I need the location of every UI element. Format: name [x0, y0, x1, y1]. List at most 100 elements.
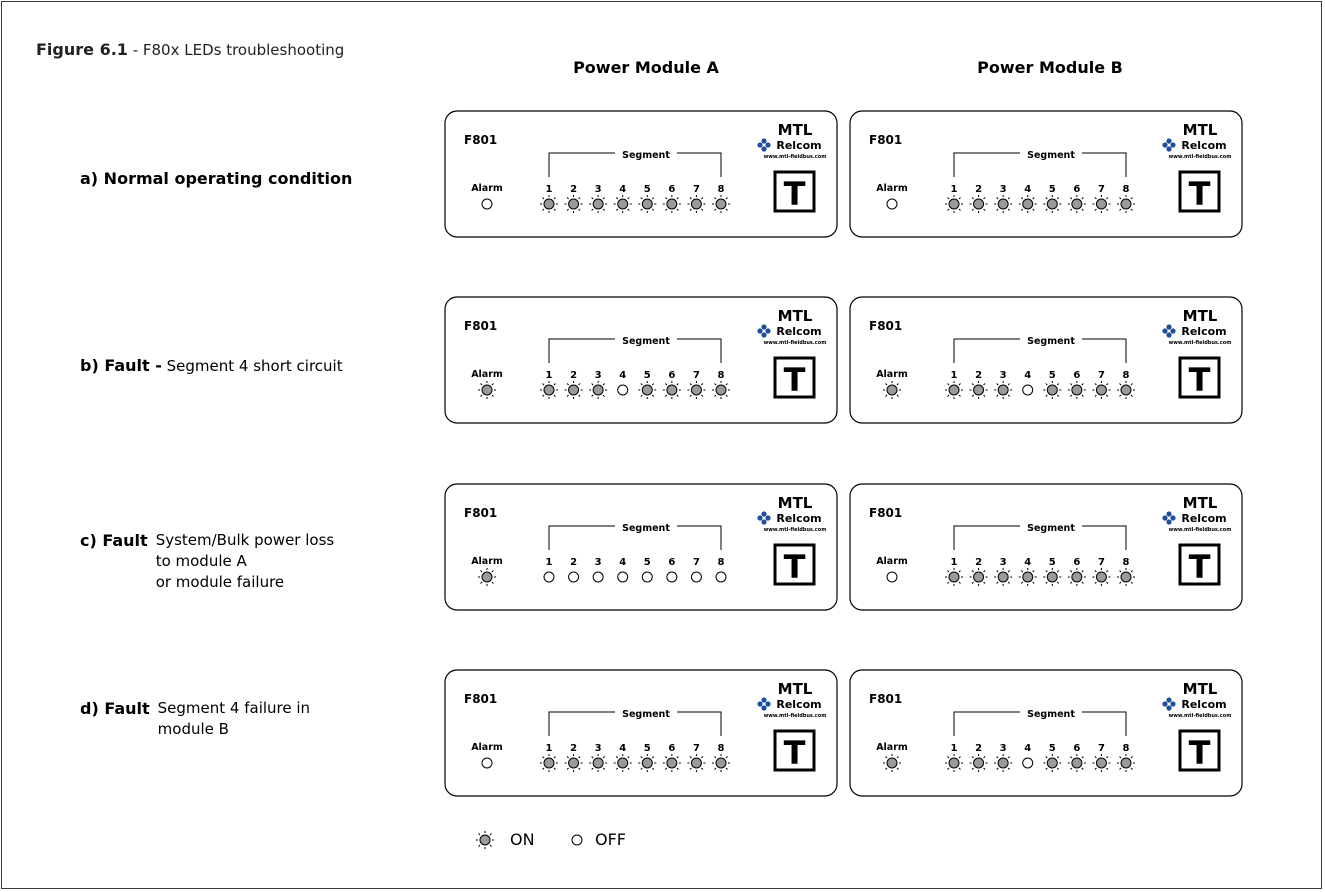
panel-row1-module-b-segment-led-3	[994, 195, 1013, 213]
panel-row4-module-a-segment-bracket-left	[548, 711, 615, 736]
panel-row4-module-b-relcom-petal	[1162, 701, 1168, 707]
panel-row2-module-b-segment-led-7-lamp	[1095, 384, 1107, 396]
panel-row3-module-b-logo-mtl-icon: MTL	[1183, 494, 1218, 512]
panel-row4-module-b-logo-mtl-icon: MTL	[1183, 680, 1218, 698]
panel-row4-module-b-segment-led-8-lamp	[1120, 757, 1132, 769]
legend-off-label: OFF	[595, 830, 626, 849]
panel-row4-module-b-alarm-led-ray	[896, 767, 899, 770]
panel-row2-module-a-alarm-led-ray	[480, 383, 483, 386]
panel-row3-module-b-segment-led-8	[1117, 568, 1135, 586]
panel-row1-module-b-segment-led-4-lamp	[1022, 198, 1034, 210]
panel-row1-module-a-relcom-petal	[761, 146, 767, 152]
panel-row3-module-b-segment-led-5	[1043, 568, 1062, 586]
panel-row1-module-b-segment-led-1-lamp	[948, 198, 960, 210]
panel-row2-module-b-segment-led-6-ray	[1081, 394, 1084, 397]
panel-row1-module-b-segment-led-5-lamp	[1046, 198, 1058, 210]
row-label-b-text: Segment 4 short circuit	[166, 357, 343, 375]
panel-row2-module-b-segment-led-1-ray	[947, 383, 950, 386]
panel-row2-module-a-segment-led-5-ray	[640, 383, 643, 386]
panel-row4-module-b-segment-led-1-ray	[958, 756, 961, 759]
panel-row1-module-b-segment-led-7-ray	[1106, 197, 1109, 200]
panel-row1-module-b-logo-url: www.mtl-fieldbus.com	[1169, 154, 1232, 160]
panel-row2-module-b-segment-led-7-ray	[1106, 383, 1109, 386]
panel-row1-module-a-segment-led-2-ray	[566, 197, 569, 200]
panel-row2-module-b-outline	[849, 296, 1243, 424]
panel-row1-module-b-segment-led-8-ray	[1130, 197, 1133, 200]
panel-row2-module-a-segment-led-8-ray	[714, 394, 717, 397]
panel-row1-module-b-segment-number: 2	[975, 184, 982, 195]
panel-row1-module-b-segment-led-6	[1067, 195, 1086, 213]
panel-row1-module-b-segment-led-8-ray	[1130, 208, 1133, 211]
panel-row1-module-b-segment-led-8-ray	[1119, 208, 1122, 211]
panel-row2-module-a-segment-led-6-ray	[676, 394, 679, 397]
panel-row1-module-a-segment-led-4-ray	[615, 197, 619, 200]
panel-row2-module-a-relcom-petal	[765, 328, 771, 334]
panel-row1-module-a-segment-number: 8	[718, 184, 725, 195]
panel-row2-module-b-segment-number: 6	[1073, 370, 1080, 381]
panel-row4-module-b-segment-led-6-ray	[1081, 756, 1084, 759]
panel-row2-module-b-segment-number: 2	[975, 370, 982, 381]
panel-row1-module-a-segment-led-8	[712, 195, 730, 213]
panel-row4-module-b-segment-led-1-ray	[958, 767, 961, 770]
panel-row2-module-a-alarm-label: Alarm	[471, 369, 503, 380]
panel-row3-module-b-segment-led-2-lamp	[973, 571, 985, 583]
panel-row2-module-a-model-label: F801	[464, 319, 497, 333]
panel-row3-module-a-segment-number: 5	[644, 557, 651, 568]
panel-row3-module-b-segment-led-7-ray	[1106, 581, 1109, 584]
panel-row1-module-b-segment-led-5-ray	[1056, 197, 1060, 200]
panel-row3-module-b-segment-bracket-right	[1082, 525, 1127, 550]
panel-row3-module-b-segment-led-1-ray	[958, 570, 961, 573]
panel-row2-module-a-segment-led-8	[712, 381, 730, 399]
panel-row3-module-a-logo-mtl-icon: MTL	[778, 494, 813, 512]
panel-row3-module-b-segment-led-3-ray	[1007, 581, 1010, 584]
panel-row4-module-a-segment-led-8-lamp	[715, 757, 727, 769]
panel-row1-module-b-segment-led-2-ray	[983, 197, 986, 200]
panel-row2-module-a-segment-number: 3	[595, 370, 602, 381]
panel-row4-module-b-segment-led-7-lamp	[1095, 757, 1107, 769]
panel-row3-module-b-segment-led-4-ray	[1020, 581, 1024, 584]
row-label-c-lead: c) Fault	[80, 531, 148, 550]
legend-on-icon-ray	[478, 833, 481, 836]
panel-row2-module-b-relcom-petal	[1162, 328, 1168, 334]
panel-row4-module-a-segment-led-5-ray	[651, 756, 655, 759]
panel-row3-module-a-segment-led-4-lamp	[617, 571, 629, 583]
panel-row4-module-b-alarm-label: Alarm	[876, 742, 908, 753]
panel-row3-module-a-segment-led-8	[715, 571, 727, 583]
panel-row3-module-a-segment-number: 4	[619, 557, 626, 568]
panel-row1-module-b-segment-led-1-ray	[947, 208, 950, 211]
panel-row3-module-a-alarm-label: Alarm	[471, 556, 503, 567]
panel-row1-module-b-segment-led-6-ray	[1081, 197, 1084, 200]
panel-row2-module-a-segment-led-6-ray	[676, 383, 679, 386]
panel-row2-module-b-segment-led-6-ray	[1070, 383, 1073, 386]
panel-row1-module-a-segment-number: 2	[570, 184, 577, 195]
panel-row1-module-b-segment-led-7-ray	[1106, 208, 1109, 211]
row-label-c-line-1: System/Bulk power loss	[155, 531, 335, 549]
panel-row1-module-b-segment-number: 5	[1049, 184, 1056, 195]
panel-row4-module-a-segment-led-8-ray	[714, 767, 717, 770]
panel-row1-module-b-relcom-petal	[1162, 142, 1168, 148]
panel-row2-module-a-segment-led-6-ray	[665, 383, 668, 386]
panel-row3-module-b-alarm-led	[886, 571, 898, 583]
panel-row4-module-b-segment-led-5-lamp	[1046, 757, 1058, 769]
panel-row2-module-b-segment-led-7-ray	[1094, 394, 1097, 397]
panel-row1-module-b-segment-led-2-ray	[971, 197, 974, 200]
panel-row3-module-b-alarm-led-lamp	[886, 571, 898, 583]
panel-row4-module-b-segment-number: 8	[1123, 743, 1130, 754]
panel-row3-module-b-segment-number: 3	[1000, 557, 1007, 568]
panel-row1-module-a-segment-led-1-ray	[553, 208, 556, 211]
panel-row2-module-a-segment-led-5-ray	[640, 394, 643, 397]
panel-row3-module-b-segment-led-1-ray	[947, 570, 950, 573]
panel-row3-module-b-model-label: F801	[869, 506, 902, 520]
panel-row1-module-b-segment-led-1-ray	[947, 197, 950, 200]
panel-row2-module-a-segment-led-5	[638, 381, 657, 399]
panel-row1-module-b-segment-led-4	[1018, 195, 1037, 213]
panel-row3-module-b-segment-led-3-ray	[1007, 570, 1010, 573]
panel-row2-module-b-segment-number: 3	[1000, 370, 1007, 381]
panel-row4-module-b-segment-led-7-ray	[1094, 756, 1097, 759]
panel-row2-module-a-segment-led-7-lamp	[690, 384, 702, 396]
panel-row3-module-a-relcom-petal	[765, 515, 771, 521]
panel-row4-module-a-segment-number: 2	[570, 743, 577, 754]
panel-row1-module-a-logo-mtl-icon: MTL	[778, 121, 813, 139]
